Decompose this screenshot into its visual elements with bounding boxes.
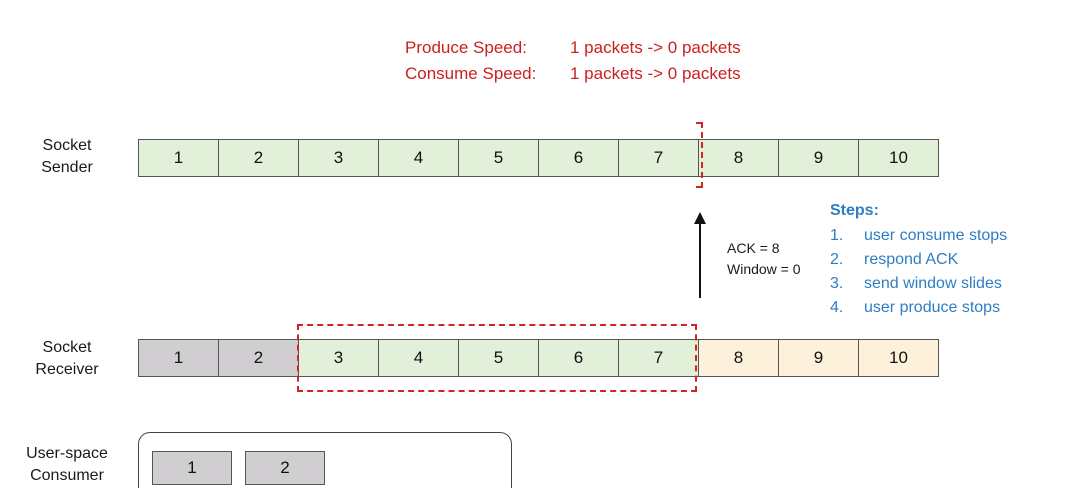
receiver-cell: 1 <box>139 340 219 376</box>
receiver-cell: 10 <box>859 340 938 376</box>
receiver-cell: 9 <box>779 340 859 376</box>
receiver-cell: 7 <box>619 340 699 376</box>
step-number: 3. <box>830 275 844 292</box>
step-item: 2. respond ACK <box>830 248 1007 272</box>
consumer-packet: 1 <box>152 451 232 485</box>
sender-cell: 7 <box>619 140 699 176</box>
steps-panel: Steps: 1. user consume stops 2. respond ACK… <box>830 200 1007 320</box>
sender-label: Socket Sender <box>22 135 112 179</box>
sender-cell: 5 <box>459 140 539 176</box>
consumer-label-line1: User-space <box>26 445 108 462</box>
step-item: 1. user consume stops <box>830 224 1007 248</box>
steps-title: Steps: <box>830 202 879 219</box>
sender-cell: 10 <box>859 140 938 176</box>
ack-value: ACK = 8 <box>727 240 780 256</box>
receiver-cell: 4 <box>379 340 459 376</box>
receiver-cell: 5 <box>459 340 539 376</box>
window-value: Window = 0 <box>727 261 801 277</box>
receiver-label-line1: Socket <box>42 339 92 356</box>
receiver-window-marker <box>297 324 697 392</box>
sender-cell: 1 <box>139 140 219 176</box>
ack-arrow-head <box>694 212 706 224</box>
sender-window-marker <box>696 122 703 188</box>
sender-cell: 8 <box>699 140 779 176</box>
consumer-packet: 2 <box>245 451 325 485</box>
sender-cell: 9 <box>779 140 859 176</box>
step-text: user consume stops <box>864 227 1008 244</box>
step-text: respond ACK <box>864 251 959 268</box>
step-text: send window slides <box>864 275 1002 292</box>
produce-speed-label: Produce Speed: <box>405 38 527 57</box>
ack-info: ACK = 8 Window = 0 <box>727 238 801 280</box>
sender-cell: 4 <box>379 140 459 176</box>
step-number: 2. <box>830 251 844 268</box>
steps-list: 1. user consume stops 2. respond ACK 3. send … <box>830 224 1007 320</box>
step-number: 1. <box>830 227 844 244</box>
produce-speed-value: 1 packets -> 0 packets <box>570 38 741 57</box>
sender-cell: 6 <box>539 140 619 176</box>
sender-cell: 3 <box>299 140 379 176</box>
sender-label-line1: Socket <box>42 137 92 154</box>
step-text: user produce stops <box>864 299 1001 316</box>
step-item: 3. send window slides <box>830 272 1007 296</box>
consumer-label: User-space Consumer <box>22 443 112 487</box>
produce-speed: Produce Speed: 1 packets -> 0 packets <box>405 37 741 59</box>
receiver-cell: 6 <box>539 340 619 376</box>
consume-speed-value: 1 packets -> 0 packets <box>570 64 741 83</box>
receiver-label-line2: Receiver <box>35 361 99 378</box>
receiver-cell: 8 <box>699 340 779 376</box>
receiver-cell: 2 <box>219 340 299 376</box>
ack-arrow <box>699 222 701 298</box>
sender-label-line2: Sender <box>41 159 93 176</box>
consume-speed-label: Consume Speed: <box>405 64 537 83</box>
consume-speed: Consume Speed: 1 packets -> 0 packets <box>405 63 741 85</box>
sender-cell: 2 <box>219 140 299 176</box>
receiver-label: Socket Receiver <box>22 337 112 381</box>
receiver-cell: 3 <box>299 340 379 376</box>
step-item: 4. user produce stops <box>830 296 1007 320</box>
step-number: 4. <box>830 299 844 316</box>
consumer-label-line2: Consumer <box>30 467 104 484</box>
